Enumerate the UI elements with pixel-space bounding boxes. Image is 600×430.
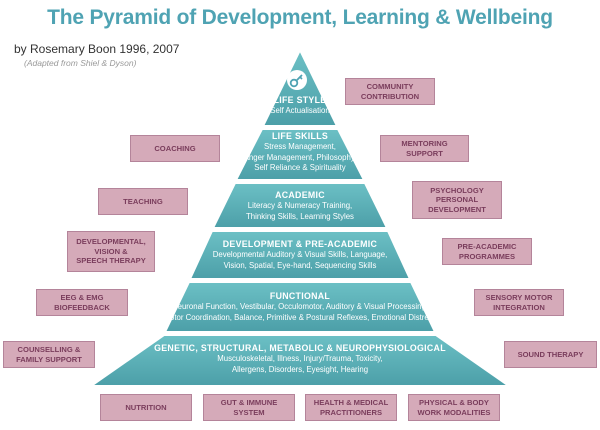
box-line: COUNSELLING &: [17, 345, 81, 354]
tier-functional-line: Motor Coordination, Balance, Primitive &…: [163, 312, 437, 322]
box-line: MENTORING: [401, 139, 448, 148]
box-counselling-family-support: COUNSELLING &FAMILY SUPPORT: [3, 341, 95, 368]
box-line: GUT & IMMUNE: [220, 398, 278, 407]
tier-life-skills: LIFE SKILLS Stress Management, Anger Man…: [0, 130, 600, 174]
box-developmental-vision-speech: DEVELOPMENTAL,VISION &SPEECH THERAPY: [67, 231, 155, 272]
tier-academic-line: Literacy & Numeracy Training,: [247, 201, 353, 210]
tier-academic: ACADEMIC Literacy & Numeracy Training, T…: [0, 189, 600, 222]
box-line: DEVELOPMENT: [428, 204, 486, 214]
box-line: SPEECH THERAPY: [76, 256, 146, 266]
tier-life-skills-title: LIFE SKILLS: [271, 131, 329, 141]
tier-development-title: DEVELOPMENT & PRE-ACADEMIC: [222, 239, 378, 249]
tier-functional-title: FUNCTIONAL: [269, 291, 331, 301]
tier-genetic: GENETIC, STRUCTURAL, METABOLIC & NEUROPH…: [0, 342, 600, 375]
tier-academic-shape: [211, 182, 389, 229]
box-teaching: TEACHING: [98, 188, 188, 215]
box-line: INTEGRATION: [493, 302, 545, 312]
box-nutrition: NUTRITION: [100, 394, 192, 421]
tier-development-line: Developmental Auditory & Visual Skills, …: [212, 250, 388, 259]
box-line: COACHING: [154, 143, 196, 153]
tier-genetic-shape: [87, 334, 513, 387]
box-line: DEVELOPMENTAL,: [76, 237, 146, 247]
tier-development-line: Vision, Spatial, Eye-hand, Sequencing Sk…: [223, 260, 377, 270]
tier-development-shape: [188, 230, 412, 280]
tier-academic-title: ACADEMIC: [275, 190, 325, 200]
tier-genetic-title: GENETIC, STRUCTURAL, METABOLIC & NEUROPH…: [154, 343, 446, 353]
tier-functional: FUNCTIONAL Neuronal Function, Vestibular…: [0, 290, 600, 323]
tier-life-skills-line: Self Reliance & Spirituality: [254, 163, 346, 172]
tier-life-skills-line: Anger Management, Philosophy,: [243, 152, 357, 162]
box-line: WORK MODALITIES: [417, 407, 491, 417]
tier-life-skills-shape: [234, 128, 366, 181]
tier-life-style: LIFE STYLE Self Actualisation: [0, 94, 600, 117]
box-line: PROGRAMMES: [458, 251, 516, 261]
box-line: COMMUNITY: [366, 82, 414, 91]
box-line: HEALTH & MEDICAL: [313, 398, 389, 407]
box-line: BIOFEEDBACK: [54, 302, 110, 312]
box-line: VISION &: [94, 246, 128, 256]
box-line: NUTRITION: [125, 402, 167, 412]
box-line: SYSTEM: [233, 407, 265, 417]
box-line: PHYSICAL & BODY: [419, 398, 489, 407]
tier-life-style-line: Self Actualisation: [270, 106, 330, 115]
tier-genetic-line: Musculoskeletal, Illness, Injury/Trauma,…: [217, 354, 383, 363]
tier-functional-shape: [163, 281, 437, 333]
box-line: CONTRIBUTION: [360, 91, 420, 101]
box-line: PRACTITIONERS: [319, 407, 383, 417]
author-credit: by Rosemary Boon 1996, 2007: [14, 42, 180, 56]
tier-genetic-line: Allergens, Disorders, Eyesight, Hearing: [231, 364, 369, 374]
box-line: PRE-ACADEMIC: [457, 242, 517, 251]
tier-life-style-title: LIFE STYLE: [273, 95, 327, 105]
box-sound-therapy: SOUND THERAPY: [504, 341, 597, 368]
box-line: SUPPORT: [406, 148, 443, 158]
box-line: PSYCHOLOGY: [430, 185, 484, 195]
box-line: PERSONAL: [435, 195, 479, 205]
box-line: SENSORY MOTOR: [485, 293, 553, 302]
tier-academic-line: Thinking Skills, Learning Styles: [246, 211, 354, 221]
tier-life-skills-line: Stress Management,: [264, 142, 336, 151]
tier-development: DEVELOPMENT & PRE-ACADEMIC Developmental…: [0, 238, 600, 271]
page-title: The Pyramid of Development, Learning & W…: [47, 6, 553, 29]
box-line: TEACHING: [123, 196, 163, 206]
key-icon: [287, 70, 307, 90]
box-line: EEG & EMG: [60, 293, 104, 302]
tier-functional-line: Neuronal Function, Vestibular, Occulomot…: [172, 302, 428, 311]
box-line: FAMILY SUPPORT: [16, 354, 82, 364]
box-coaching: COACHING: [130, 135, 220, 162]
box-line: SOUND THERAPY: [517, 349, 584, 359]
adaptation-note: (Adapted from Shiel & Dyson): [24, 58, 137, 68]
